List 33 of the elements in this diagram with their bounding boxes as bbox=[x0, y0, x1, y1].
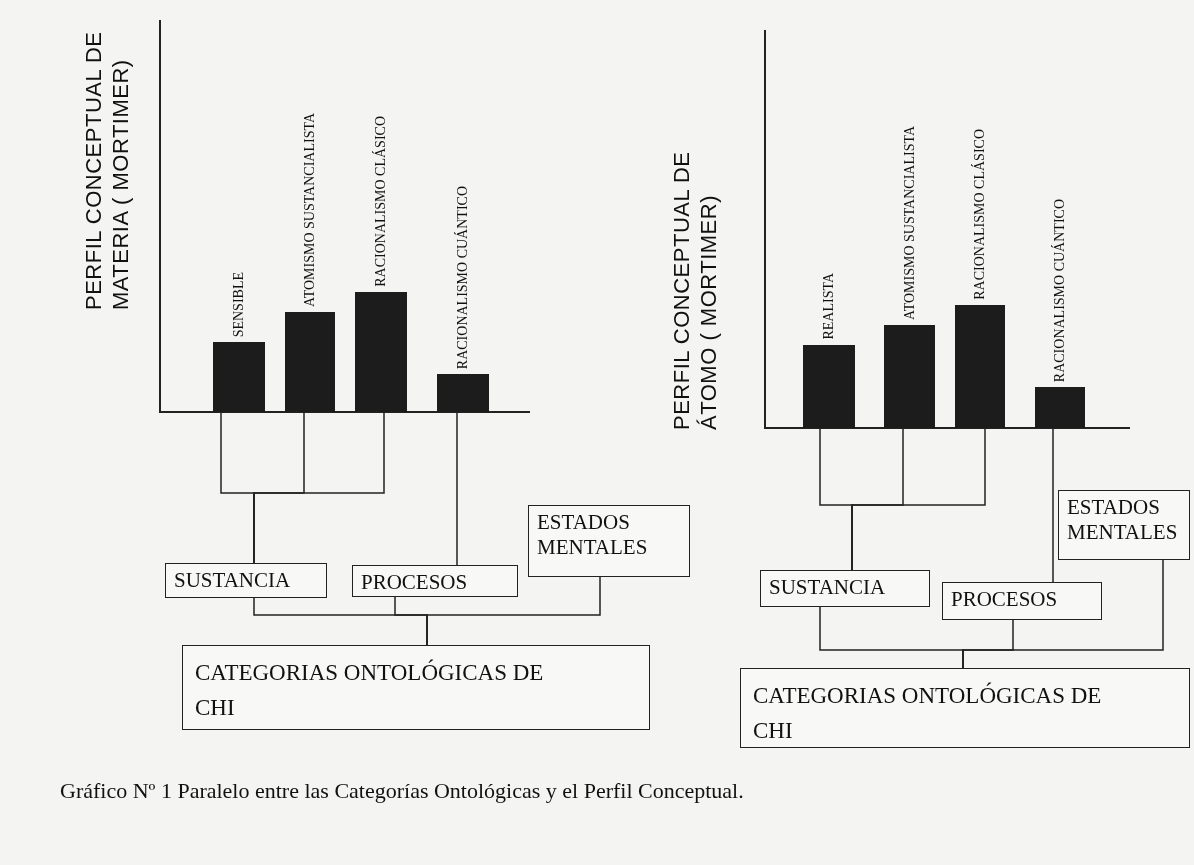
bar-label: RACIONALISMO CUÁNTICO bbox=[455, 185, 471, 369]
connector-line bbox=[456, 411, 458, 566]
category-label: SUSTANCIA bbox=[174, 568, 291, 592]
bar-label: RACIONALISMO CUÁNTICO bbox=[1052, 198, 1068, 382]
connector-line bbox=[851, 427, 986, 571]
category-label: PROCESOS bbox=[951, 587, 1058, 611]
bar-label: ATOMISMO SUSTANCIALISTA bbox=[901, 126, 918, 320]
category-box bbox=[760, 570, 930, 607]
category-label: CATEGORIAS ONTOLÓGICAS DE CHI bbox=[195, 658, 545, 722]
bar-label: RACIONALISMO CLÁSICO bbox=[373, 116, 389, 287]
axis-title: PERFIL CONCEPTUAL DE MATERIA ( MORTIMER) bbox=[80, 30, 134, 310]
category-label: PROCESOS bbox=[361, 570, 468, 594]
connector-line bbox=[253, 411, 385, 564]
category-box bbox=[165, 563, 327, 598]
axis-title: PERFIL CONCEPTUAL DE ÁTOMO ( MORTIMER) bbox=[668, 150, 722, 430]
connector-line bbox=[1052, 427, 1054, 583]
category-box bbox=[1058, 490, 1190, 560]
category-label: SUSTANCIA bbox=[769, 575, 886, 599]
connector-line bbox=[426, 576, 601, 646]
category-box bbox=[352, 565, 518, 597]
bar-label: REALISTA bbox=[821, 273, 837, 340]
bar-label: RACIONALISMO CLÁSICO bbox=[972, 129, 988, 300]
category-label: ESTADOS MENTALES bbox=[1067, 495, 1178, 545]
category-label: ESTADOS MENTALES bbox=[537, 510, 648, 560]
category-box bbox=[740, 668, 1190, 748]
category-label: CATEGORIAS ONTOLÓGICAS DE CHI bbox=[753, 681, 1103, 745]
bar-label: SENSIBLE bbox=[231, 271, 247, 337]
connector-line bbox=[962, 559, 1164, 669]
bar-label: ATOMISMO SUSTANCIALISTA bbox=[302, 113, 318, 307]
category-box bbox=[942, 582, 1102, 620]
figure-caption: Gráfico Nº 1 Paralelo entre las Categorías Ontológicas y el Perfil Conceptual. bbox=[60, 778, 744, 804]
category-box bbox=[528, 505, 690, 577]
category-box bbox=[182, 645, 650, 730]
